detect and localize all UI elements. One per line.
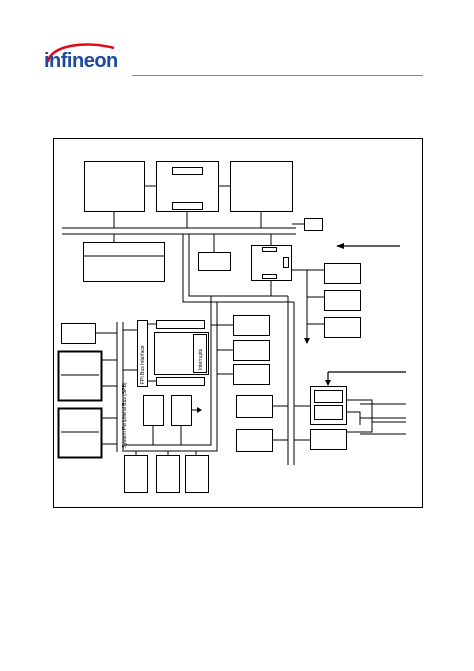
block-left-periph-2: [57, 350, 103, 402]
block-lower-center-1: [143, 395, 164, 426]
block-mid-right-3: [233, 364, 270, 385]
interrupts-label: Interrupts: [198, 348, 204, 370]
block-bottom-1: [124, 455, 148, 493]
block-right-1: [324, 263, 361, 284]
left-connectors: [96, 332, 117, 445]
fpi-bus-interface-label: FPI Bus Interface: [140, 345, 146, 384]
fpi-connectors: [123, 323, 156, 382]
block-mid-right-5: [236, 429, 273, 452]
low-right-connectors: [272, 405, 310, 441]
top-connectors: [113, 185, 262, 228]
block-left-large: [83, 242, 165, 282]
block-far-right-b: [314, 405, 343, 420]
block-cpu-bottom-bar: [156, 377, 205, 386]
right-bus: [287, 296, 295, 465]
spb-bus: [116, 322, 124, 452]
block-bridge: [198, 252, 231, 271]
block-mid-right-2: [233, 340, 270, 361]
block-right-3: [324, 317, 361, 338]
block-top-center-inner-bottom: [172, 202, 203, 210]
far-right-loops: [346, 399, 373, 433]
block-bottom-2: [156, 455, 180, 493]
mid-connectors: [211, 324, 233, 375]
block-cpu: [154, 332, 209, 375]
lower-bus-b: [124, 302, 218, 452]
block-bottom-3: [185, 455, 209, 493]
logo-swoosh-icon: [46, 43, 115, 63]
block-small-right: [304, 218, 323, 231]
middle-bus-join: [211, 295, 294, 303]
logo-wordmark: infineon: [44, 50, 118, 72]
block-top-center-inner-top: [172, 167, 203, 175]
block-far-right-a: [314, 390, 343, 403]
input-arrows: [197, 243, 406, 413]
block-far-right-c: [310, 429, 347, 450]
block-top-center: [156, 161, 219, 212]
block-far-right: [310, 386, 347, 425]
block-controller-side: [283, 257, 289, 268]
fpi-bus-interface-box: [137, 320, 148, 387]
diagram-frame: [53, 138, 423, 508]
block-top-left: [84, 161, 145, 212]
interrupts-box: [193, 334, 207, 373]
block-mid-right-1: [233, 315, 270, 336]
right-connectors: [270, 269, 324, 325]
infineon-logo: infineon: [44, 40, 140, 78]
bottom-connectors: [135, 426, 197, 455]
bus-connectors: [113, 223, 304, 252]
block-left-periph-3: [57, 407, 103, 459]
block-right-2: [324, 290, 361, 311]
upper-bus: [62, 227, 296, 235]
block-left-periph-1: [61, 323, 96, 344]
bus-drop: [182, 234, 217, 303]
block-controller-top: [262, 247, 277, 252]
spb-bus-label: System Peripheral Bus (SPB): [122, 382, 128, 448]
header-rule: [132, 75, 423, 76]
block-mid-right-4: [236, 395, 273, 418]
block-controller: [251, 245, 292, 281]
block-top-right: [230, 161, 293, 212]
block-controller-bottom: [262, 274, 277, 279]
block-cpu-top-bar: [156, 320, 205, 329]
far-right-outputs: [360, 403, 406, 435]
block-lower-center-2: [171, 395, 192, 426]
